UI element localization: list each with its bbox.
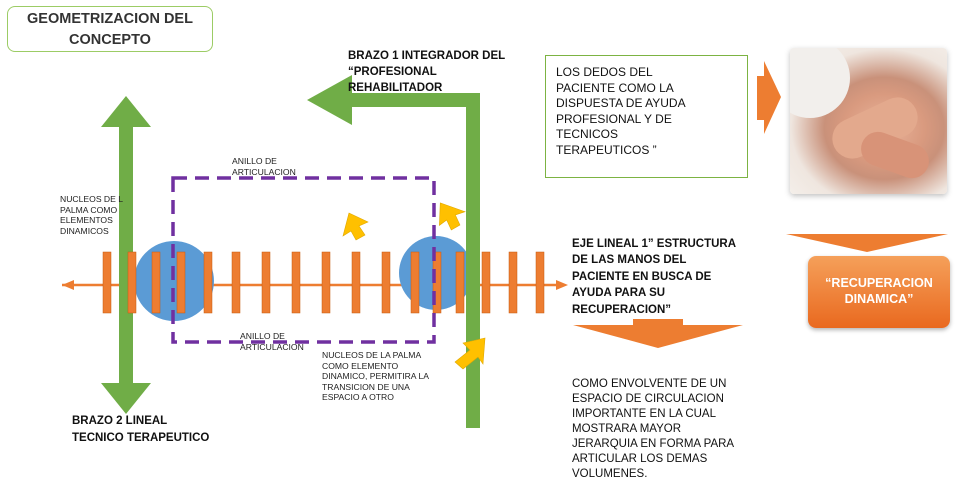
axis-bar — [455, 251, 465, 314]
arrow-eje-stem — [633, 319, 683, 326]
axis-bar — [481, 251, 491, 314]
integrator-arm-arrowhead — [307, 75, 352, 125]
yellow-arrow-up-left — [342, 212, 369, 241]
articulation-ring — [171, 176, 436, 344]
concept-title: GEOMETRIZACION DEL CONCEPTO — [7, 6, 213, 52]
arrow-photo-to-result — [786, 234, 948, 252]
axis-bar — [151, 251, 161, 314]
axis-bar — [261, 251, 271, 314]
yellow-arrows — [342, 202, 486, 370]
envolvente-text: COMO ENVOLVENTE DE UN ESPACIO DE CIRCULA… — [572, 378, 735, 480]
photo-sleeve-shape — [790, 48, 850, 118]
yellow-arrow-up — [439, 202, 466, 231]
photo-hands — [790, 48, 947, 194]
axis-bar — [102, 251, 112, 314]
nucleos-label-bottom: NUCLEOS DE LA PALMA COMO ELEMENTO DINAMI… — [322, 350, 429, 402]
nucleos-label-left: NUCLEOS DE L PALMA COMO ELEMENTOS DINAMI… — [60, 194, 124, 236]
axis-bar — [508, 251, 518, 314]
axis-bar — [176, 251, 186, 314]
arrow-to-photo-stem — [757, 76, 764, 120]
axis-bar — [127, 251, 137, 314]
ring-label-bottom: ANILLO DE ARTICULACION — [240, 331, 304, 352]
axis-arrow-left — [62, 280, 74, 290]
axis-bar — [351, 251, 361, 314]
vertical-arm-arrow-down — [101, 383, 151, 414]
axis-arrow-right — [556, 280, 568, 290]
fingers-description: LOS DEDOS DEL PACIENTE COMO LA DISPUESTA… — [545, 55, 748, 178]
brazo1-label: BRAZO 1 INTEGRADOR DEL “PROFESIONAL REHA… — [348, 50, 506, 94]
axis-bar — [321, 251, 331, 314]
yellow-arrow-down-left — [454, 337, 486, 370]
axis-bar — [535, 251, 545, 314]
axis-bar — [381, 251, 391, 314]
vertical-arm-arrow-up — [101, 96, 151, 127]
brazo2-label: BRAZO 2 LINEAL TECNICO TERAPEUTICO — [72, 415, 210, 444]
axis-bar — [231, 251, 241, 314]
ring-label-top: ANILLO DE ARTICULACION — [232, 156, 296, 177]
axis-bar — [203, 251, 213, 314]
axis-bar — [291, 251, 301, 314]
axis-bars — [102, 251, 545, 314]
axis-bar — [410, 251, 420, 314]
arrow-eje-down — [573, 325, 743, 348]
integrator-arm-shaft — [349, 93, 480, 428]
recuperacion-dinamica-box: “RECUPERACION DINAMICA” — [808, 256, 950, 328]
arrow-to-photo — [764, 61, 781, 134]
eje-label: EJE LINEAL 1” ESTRUCTURA DE LAS MANOS DE… — [572, 238, 737, 316]
vertical-arm-shaft — [119, 124, 133, 386]
